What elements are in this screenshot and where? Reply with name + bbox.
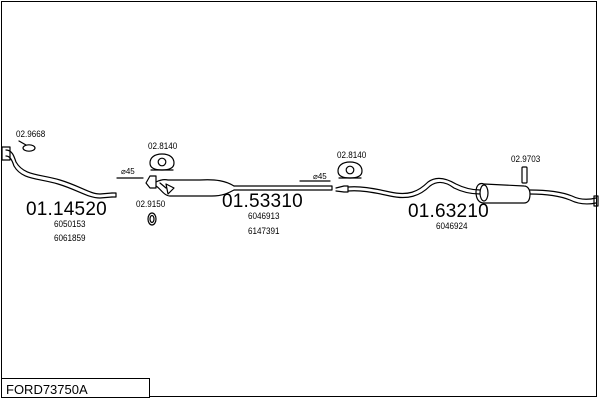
rear-silencer [335, 177, 599, 207]
mount-right-part [337, 161, 363, 179]
title-box: FORD73750A [1, 378, 150, 398]
rear-silencer-ref: 01.63210 [408, 201, 489, 222]
mount-left-part [149, 153, 175, 171]
gasket-front-part [18, 140, 36, 152]
hanger-rear-label: 02.9703 [511, 154, 541, 164]
mount-left-label: 02.8140 [148, 141, 178, 151]
diameter-left-label: ⌀45 [121, 167, 135, 176]
front-pipe-ref: 01.14520 [26, 199, 107, 220]
diameter-right-label: ⌀45 [313, 172, 327, 181]
clamp-part [147, 212, 157, 226]
mount-right-label: 02.8140 [337, 150, 367, 160]
middle-silencer-oem-2: 6147391 [248, 226, 280, 236]
middle-silencer-oem-1: 6046913 [248, 211, 280, 221]
middle-silencer-ref: 01.53310 [222, 191, 303, 212]
front-pipe [1, 146, 117, 199]
middle-silencer [145, 175, 333, 197]
front-pipe-oem-2: 6061859 [54, 233, 86, 243]
clamp-label: 02.9150 [136, 199, 166, 209]
diagram-title: FORD73750A [6, 382, 88, 397]
front-pipe-oem-1: 6050153 [54, 219, 86, 229]
rear-silencer-oem-1: 6046924 [436, 221, 468, 231]
gasket-front-label: 02.9668 [16, 129, 46, 139]
hanger-rear-part [521, 166, 528, 184]
